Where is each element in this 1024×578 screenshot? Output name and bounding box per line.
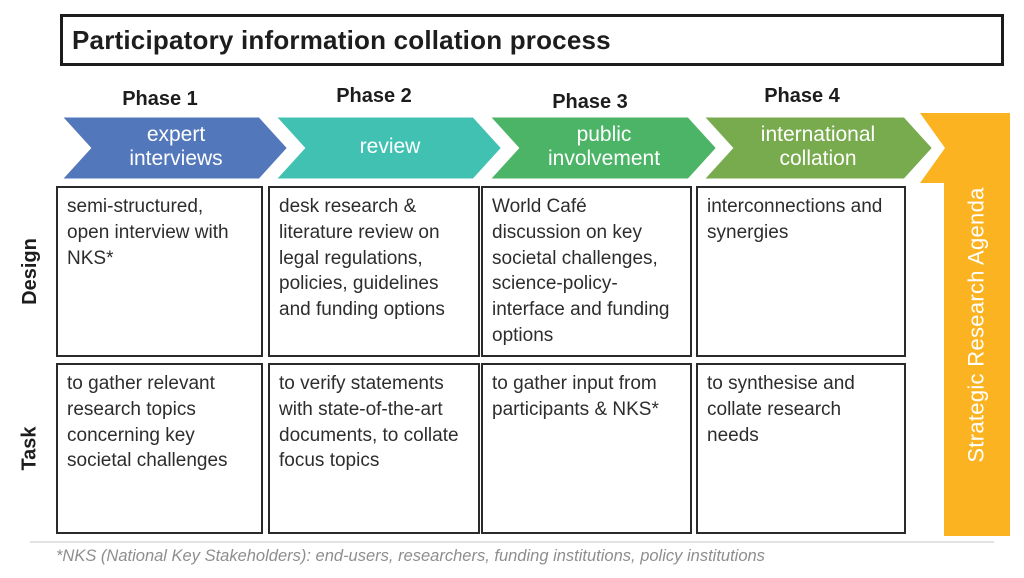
phase-2-arrow: [266, 112, 508, 184]
strategic-agenda-bar-shape: [920, 113, 1010, 536]
phase-4-arrow-label: international collation: [760, 123, 876, 170]
task-cell-phase-2: to verify statements with state-of-the-a…: [268, 363, 480, 534]
task-cell-phase-3: to gather input from participants & NKS*: [481, 363, 692, 534]
task-cell-phase-1: to gather relevant research topics conce…: [56, 363, 263, 534]
strategic-research-agenda-bar: Strategic Research Agenda: [944, 113, 1010, 536]
task-cell-phase-4: to synthesise and collate research needs: [696, 363, 906, 534]
page-title: Participatory information collation proc…: [72, 24, 611, 55]
phase-3-label: Phase 3: [552, 91, 628, 113]
phase-2-label: Phase 2: [336, 85, 412, 107]
phase-3-arrow: [480, 112, 723, 184]
phase-4-label: Phase 4: [764, 85, 840, 107]
title-box: Participatory information collation proc…: [60, 14, 1004, 66]
footnote: *NKS (National Key Stakeholders): end-us…: [56, 547, 765, 565]
design-row-label: Design: [18, 238, 41, 305]
phase-3-arrow-label: public involvement: [547, 123, 661, 170]
design-cell-phase-1: semi-structured, open interview with NKS…: [56, 186, 263, 357]
task-row-label: Task: [18, 426, 41, 471]
phase-2-arrow-label: review: [359, 135, 421, 159]
design-cell-phase-3: World Café discussion on key societal ch…: [481, 186, 692, 357]
phase-1-arrow: [52, 112, 294, 184]
phase-1-label: Phase 1: [122, 88, 198, 110]
strategic-research-agenda-label: Strategic Research Agenda: [964, 186, 989, 463]
phase-1-arrow-label: expert interviews: [129, 123, 223, 170]
design-cell-phase-2: desk research & literature review on leg…: [268, 186, 480, 357]
design-cell-phase-4: interconnections and synergies: [696, 186, 906, 357]
footnote-divider: [30, 541, 994, 543]
phase-4-arrow: [694, 112, 939, 184]
